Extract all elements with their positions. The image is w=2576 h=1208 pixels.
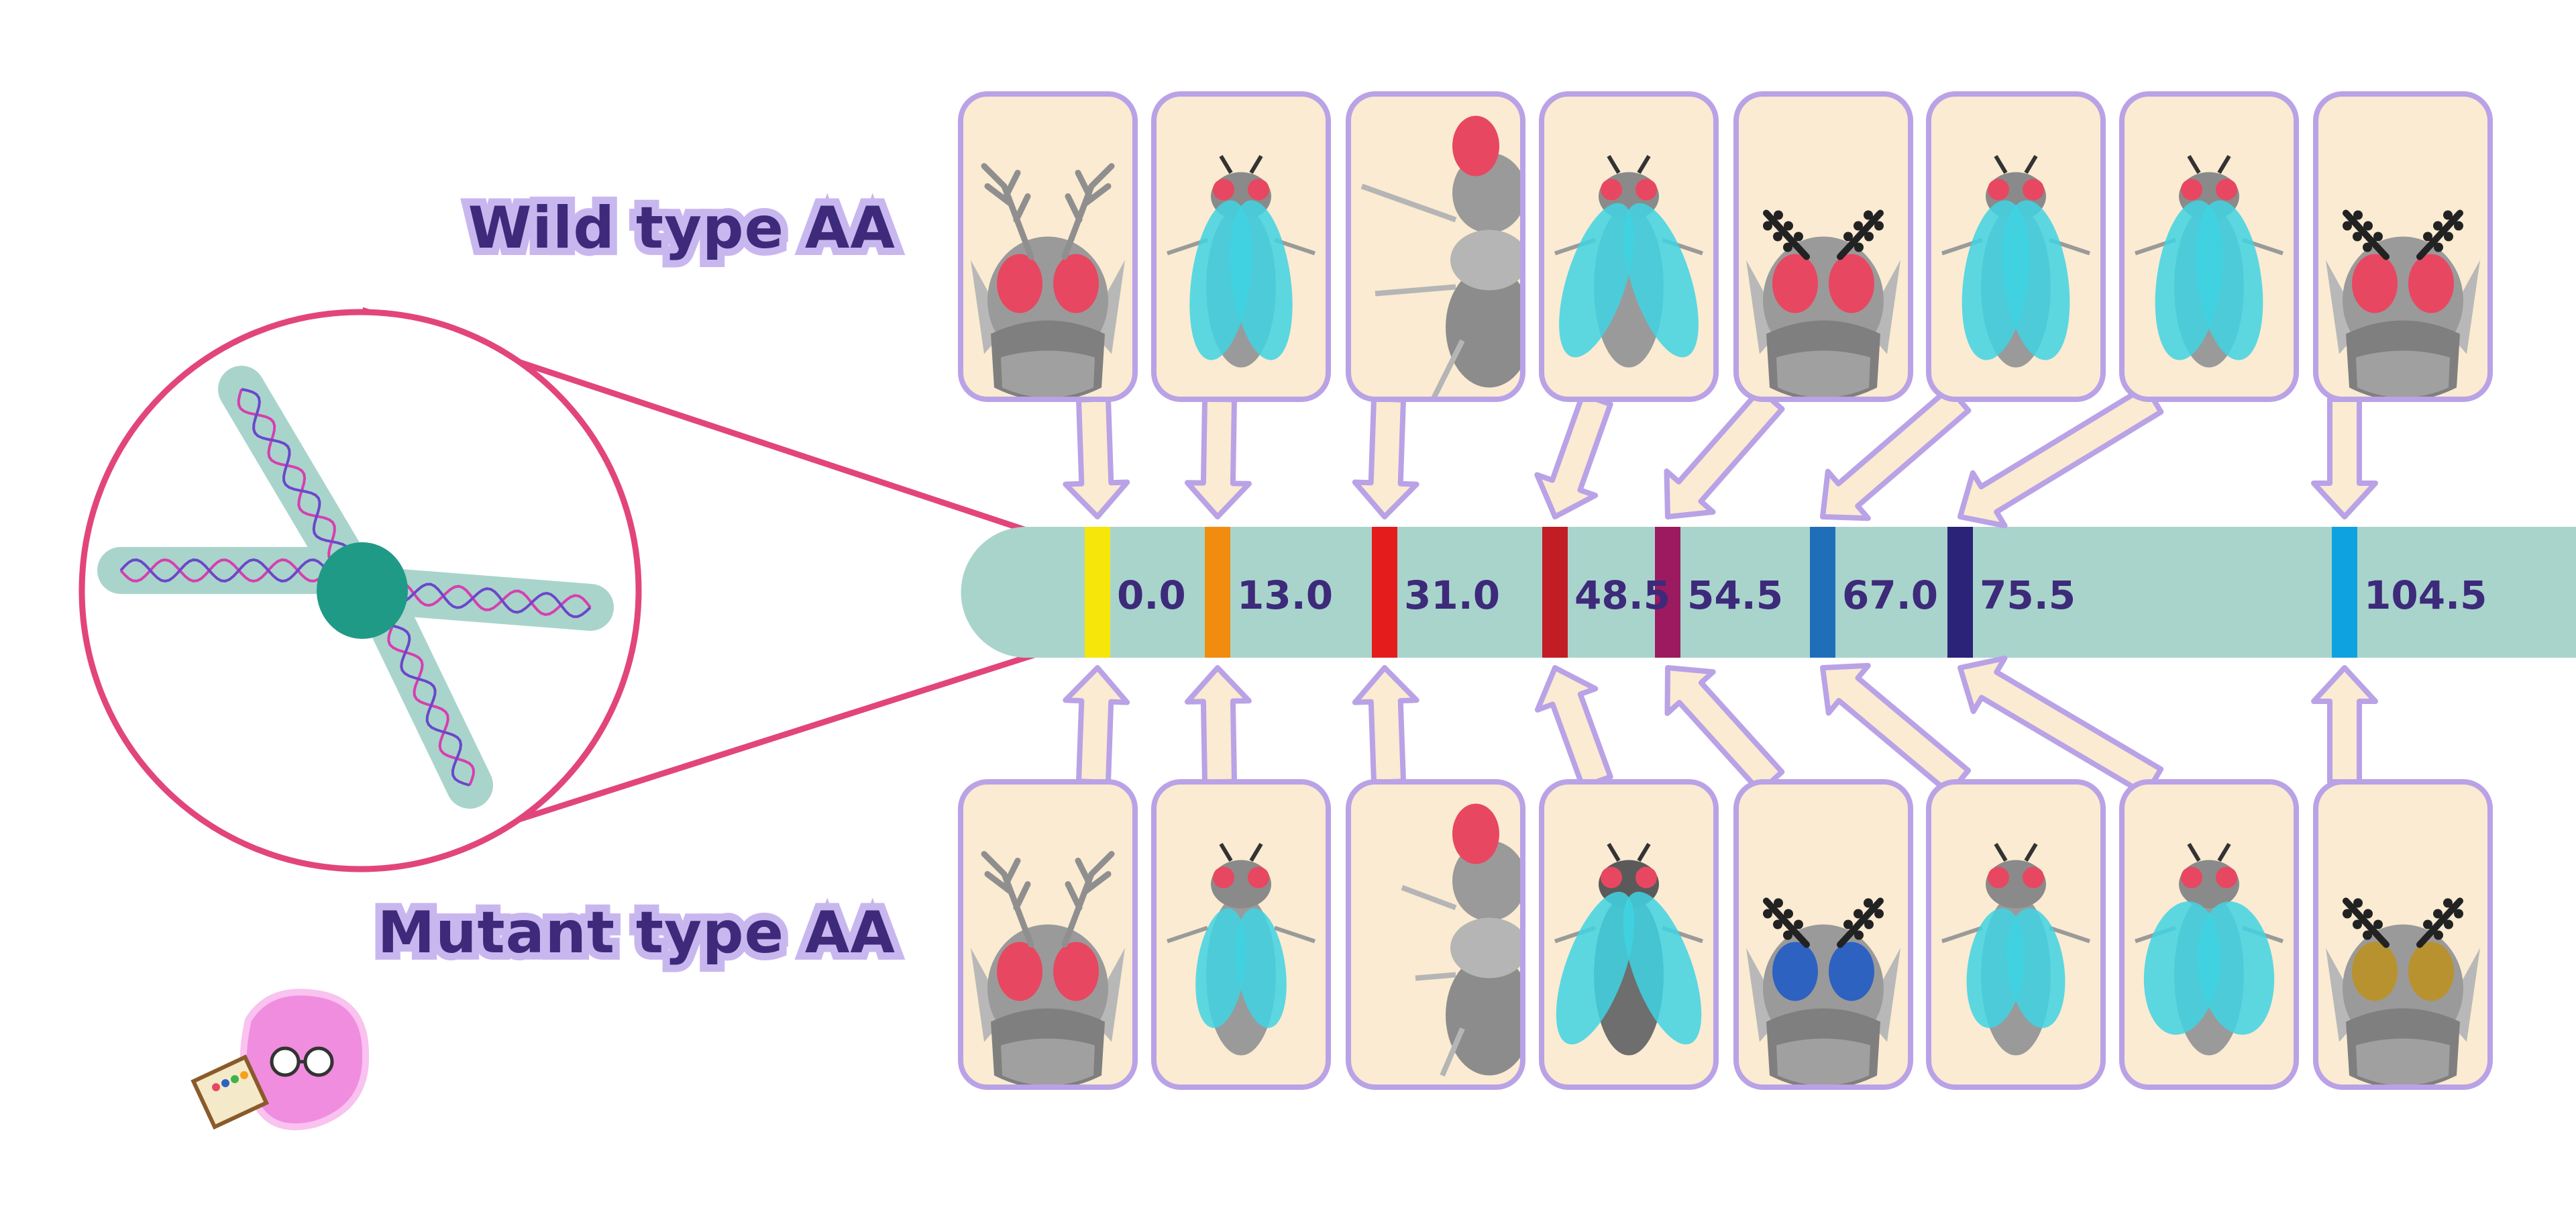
arrow-wild-wing-shape: [1957, 384, 2164, 529]
arrow-wild-body: [1534, 391, 1613, 519]
wild-panel-wing-shape: [2119, 91, 2299, 402]
arrow-wild-eye-color: [1664, 387, 1785, 519]
arrow-mutant-leg: [1352, 665, 1419, 785]
mutant-panel-wing-vein: [1926, 779, 2106, 1090]
marker-label-arista: 0.0: [1117, 572, 1186, 618]
marker-band-wing-shape: [1947, 527, 1973, 658]
marker-position-labels: 0.0 13.0 31.0 48.5 54.5 67.0 75.5 104.5: [1117, 572, 2487, 618]
chromosome-magnifier: [78, 307, 1048, 872]
marker-band-leg: [1372, 527, 1397, 658]
arrow-mutant-wing-vein: [1820, 662, 1972, 796]
marker-band-eye: [2332, 527, 2357, 658]
mutant-panel-leg: [1346, 779, 1525, 1090]
wild-panel-wing: [1151, 91, 1331, 402]
wild-type-panels: [958, 91, 2493, 402]
mutant-panel-eye: [2313, 779, 2493, 1090]
marker-label-wing-vein: 67.0: [1842, 572, 1938, 618]
arrow-wild-leg: [1352, 396, 1419, 519]
marker-label-eye: 104.5: [2364, 572, 2487, 618]
mutant-panel-wing: [1151, 779, 1331, 1090]
mutant-panel-wing-shape: [2119, 779, 2299, 1090]
wild-type-label: Wild type AA: [461, 187, 902, 269]
wild-panel-eye-color: [1733, 91, 1913, 402]
mutant-type-panels: [958, 779, 2493, 1090]
arrow-mutant-eye: [2311, 665, 2378, 785]
wild-panel-body: [1539, 91, 1719, 402]
mutant-panel-arista: [958, 779, 1138, 1090]
chromosome-bar: [961, 527, 2576, 658]
marker-label-eye-color: 54.5: [1687, 572, 1783, 618]
centromere: [317, 542, 408, 639]
mutant-type-label: Mutant type AA: [370, 892, 902, 974]
mutant-panel-body: [1539, 779, 1719, 1090]
marker-label-wing: 13.0: [1237, 572, 1333, 618]
mutant-type-arrows: [1063, 655, 2378, 797]
arrow-mutant-arista: [1063, 665, 1130, 785]
wild-panel-leg: [1346, 91, 1525, 402]
marker-band-arista: [1085, 527, 1110, 658]
arrow-mutant-body: [1534, 665, 1613, 790]
wild-panel-arista: [958, 91, 1138, 402]
arrow-wild-wing-vein: [1820, 385, 1972, 521]
wild-type-arrows: [1063, 384, 2378, 529]
marker-band-body: [1542, 527, 1568, 658]
arrow-wild-wing: [1184, 396, 1252, 519]
chromosome-body: [961, 527, 2576, 658]
mascot-icon: [191, 989, 370, 1131]
marker-band-wing-vein: [1810, 527, 1835, 658]
wild-panel-eye: [2313, 91, 2493, 402]
arrow-mutant-eye-color: [1664, 665, 1785, 795]
arrow-wild-eye: [2311, 397, 2378, 519]
marker-label-wing-shape: 75.5: [1980, 572, 2076, 618]
mutant-panel-eye-color: [1733, 779, 1913, 1090]
marker-band-wing: [1205, 527, 1230, 658]
arrow-wild-arista: [1063, 396, 1130, 519]
arrow-mutant-wing: [1184, 665, 1252, 785]
marker-label-leg: 31.0: [1404, 572, 1500, 618]
wild-panel-wing-vein: [1926, 91, 2106, 402]
marker-band-eye-color: [1655, 527, 1680, 658]
marker-label-body: 48.5: [1574, 572, 1670, 618]
arrow-mutant-wing-shape: [1957, 655, 2164, 797]
